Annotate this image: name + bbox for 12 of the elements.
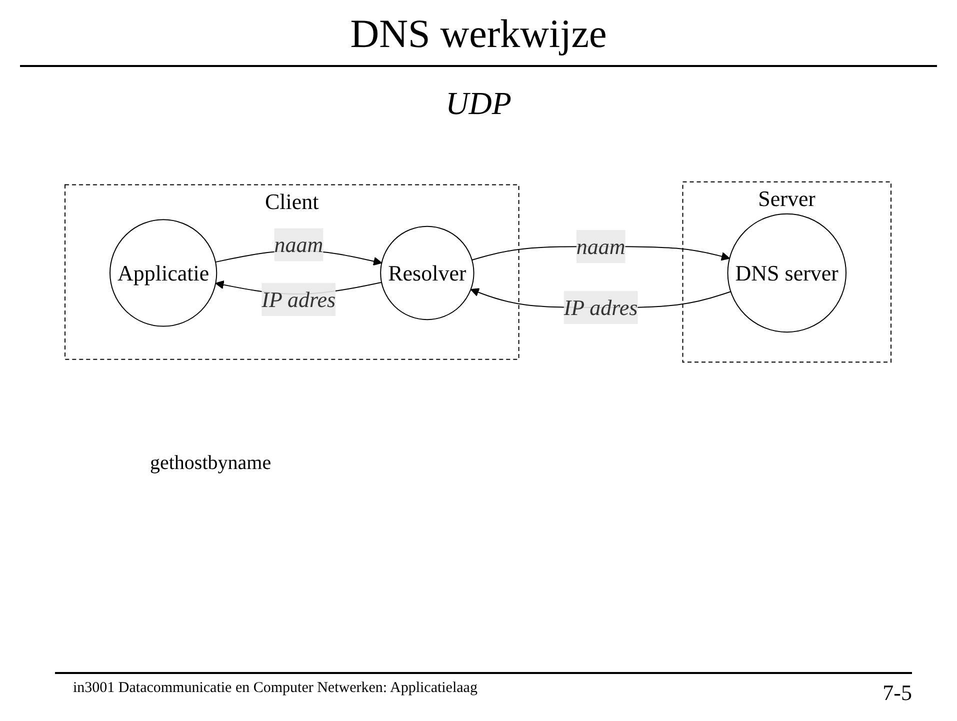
node-circle: Resolver — [380, 226, 475, 320]
protocol-label: UDP — [444, 85, 512, 122]
page-number: 7-5 — [882, 680, 912, 706]
function-label: gethostbyname — [150, 452, 272, 475]
node-circle: DNS server — [728, 213, 847, 333]
edge-label: IP adres — [564, 295, 638, 320]
node-circle: Applicatie — [110, 219, 218, 327]
slide-title: DNS werkwijze — [20, 10, 937, 67]
footer-text: in3001 Datacommunicatie en Computer Netwerken: Applicatielaag — [73, 680, 478, 698]
edge-label: IP adres — [262, 286, 336, 312]
edge-label: naam — [576, 234, 626, 259]
edge-label: naam — [274, 232, 324, 258]
